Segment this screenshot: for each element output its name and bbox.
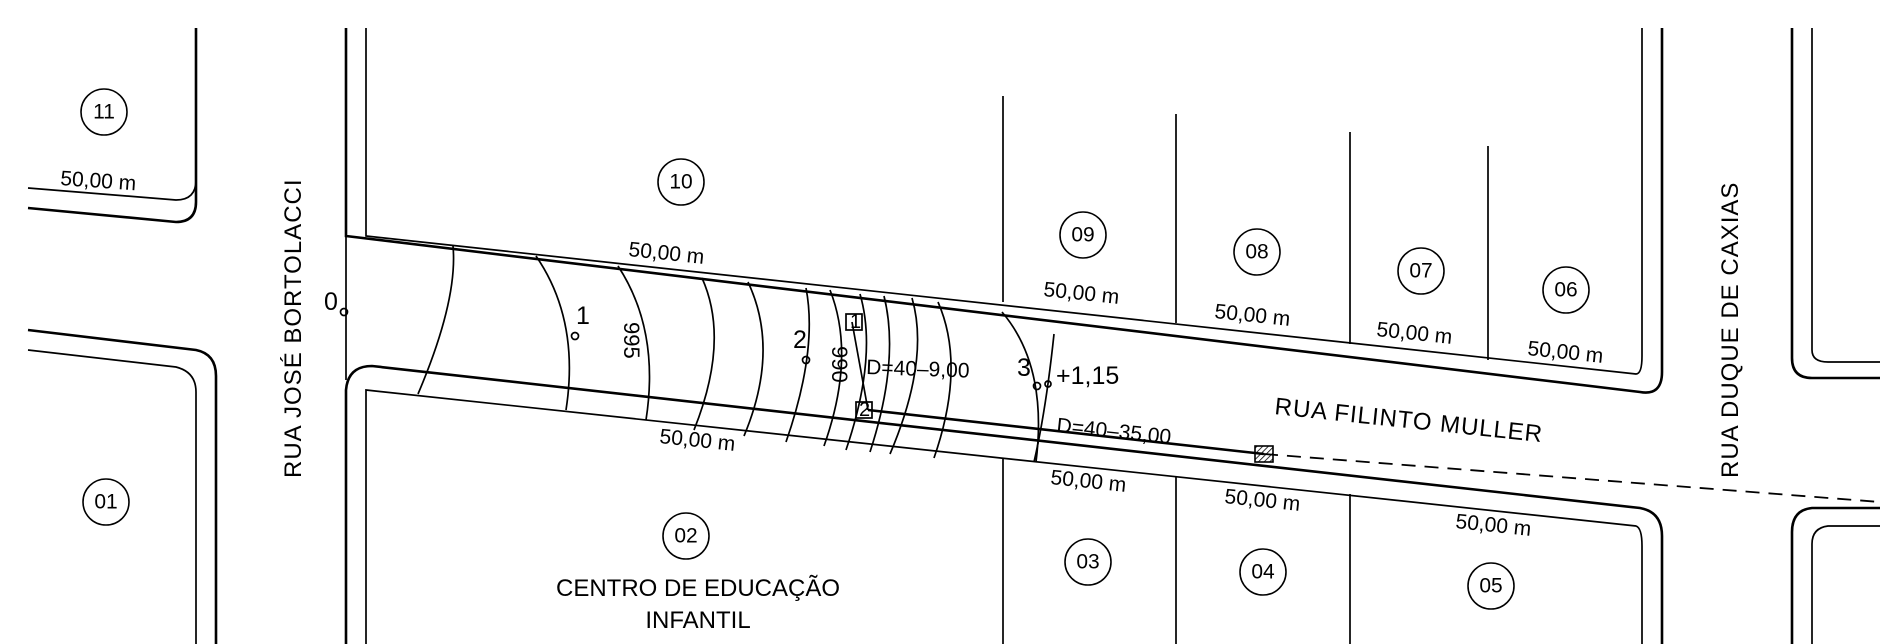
street-filinto-muller: RUA FILINTO MULLER [1273, 393, 1544, 448]
pipe-segment-1 [851, 321, 869, 411]
dim-lot-07: 50,00 m [1375, 318, 1453, 349]
manhole-1 [845, 313, 863, 331]
dim-lot-02: 50,00 m [658, 425, 736, 456]
pipe-dashed-extension [1263, 453, 1880, 503]
lot-04: 04 [1251, 561, 1275, 584]
node-0: 0 [324, 288, 338, 316]
node-2: 2 [793, 326, 807, 354]
node-3: 3 [1017, 354, 1031, 382]
block-top-left [27, 28, 198, 224]
pipe-segment-2 [867, 408, 1265, 456]
sewer-network: 1 2 [845, 311, 1880, 503]
lot-03: 03 [1076, 551, 1099, 574]
survey-nodes: 0 1 2 3 +1,15 [324, 288, 1119, 391]
block-bottom-left [27, 328, 218, 644]
lot-numbers: 11 10 09 08 07 06 01 02 03 04 05 [80, 88, 1590, 610]
lot-01: 01 [94, 491, 117, 514]
manhole-2-label: 2 [859, 399, 870, 421]
dim-lot-11: 50,00 m [60, 167, 137, 195]
block-bottom-middle [344, 364, 1664, 644]
street-names: RUA JOSÉ BORTOLACCI RUA DUQUE DE CAXIAS … [280, 178, 1744, 478]
lot-09: 09 [1071, 224, 1094, 247]
block-outlines [27, 28, 1880, 644]
lot-10: 10 [669, 171, 692, 194]
pipe-label-1: D=40–9,00 [866, 356, 970, 383]
lot-05: 05 [1479, 575, 1502, 598]
lot-divisions [1002, 96, 1489, 644]
dim-lot-05: 50,00 m [1454, 510, 1532, 541]
contour-lines [417, 245, 1055, 463]
lot-06: 06 [1554, 279, 1577, 302]
lot-08: 08 [1245, 241, 1268, 264]
street-jose-bortolacci: RUA JOSÉ BORTOLACCI [280, 178, 307, 478]
manhole-2 [855, 401, 873, 419]
dim-lot-10: 50,00 m [627, 238, 705, 269]
manhole-1-label: 1 [850, 311, 861, 333]
block-top-right [1790, 28, 1880, 380]
lot-11: 11 [93, 101, 115, 124]
lot-07: 07 [1409, 260, 1432, 283]
building-label-line1: CENTRO DE EDUCAÇÃO [556, 575, 840, 602]
street-duque-de-caxias: RUA DUQUE DE CAXIAS [1717, 182, 1744, 478]
contour-label-990: 990 [827, 346, 852, 383]
dim-lot-09: 50,00 m [1042, 278, 1120, 309]
outfall-hatched-box [1254, 445, 1274, 463]
block-top-middle [344, 28, 1664, 394]
node-3-elevation: +1,15 [1056, 362, 1119, 390]
contour-label-995: 995 [619, 322, 644, 359]
dim-lot-08: 50,00 m [1213, 300, 1291, 331]
building-label-line2: INFANTIL [645, 607, 750, 634]
block-bottom-right [1790, 506, 1880, 644]
lot-02: 02 [674, 525, 697, 548]
node-1: 1 [576, 302, 590, 330]
